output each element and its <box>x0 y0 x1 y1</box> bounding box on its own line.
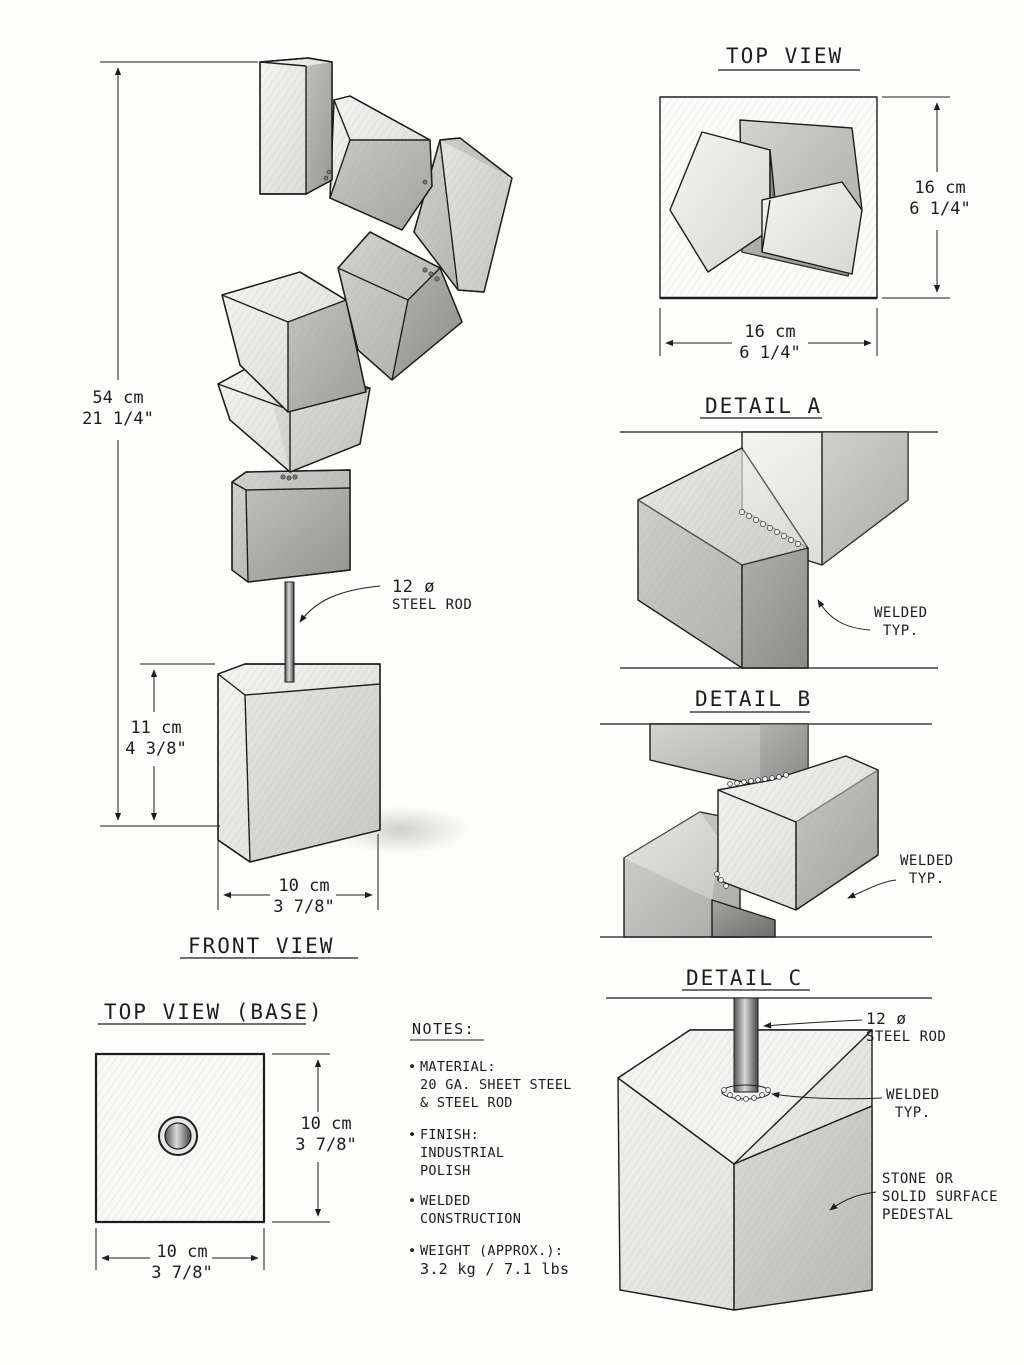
notes-item: • WEIGHT (APPROX.): 3.2 kg / 7.1 lbs <box>408 1242 570 1278</box>
bullet-icon: • <box>408 1193 417 1209</box>
rod-name: STEEL ROD <box>392 597 473 613</box>
pedestal-callout: STONE OR SOLID SURFACE PEDESTAL <box>882 1170 998 1224</box>
front-view-title: FRONT VIEW <box>188 934 335 958</box>
base-width-in: 3 7/8" <box>273 897 335 917</box>
base-top-width-cm: 10 cm <box>156 1242 208 1262</box>
detail-b-drawing <box>600 723 932 938</box>
detail-c-rod-size: 12 ø <box>866 1009 907 1028</box>
total-height-in: 21 1/4" <box>82 409 154 429</box>
detail-c-rod-name: STEEL ROD <box>866 1029 947 1045</box>
note-line: 20 GA. SHEET STEEL <box>420 1077 572 1093</box>
note-line: & STEEL ROD <box>420 1095 513 1111</box>
top-width-in: 6 1/4" <box>739 343 801 363</box>
rod-size: 12 ø <box>392 577 435 597</box>
note-line: POLISH <box>420 1163 471 1179</box>
top-height-in: 6 1/4" <box>909 199 971 219</box>
note-line: 3.2 kg / 7.1 lbs <box>420 1260 570 1278</box>
detail-b-weld-2: TYP. <box>908 871 945 887</box>
front-view-sculpture <box>217 57 513 863</box>
detail-a-title: DETAIL A <box>705 394 823 418</box>
note-line: MATERIAL: <box>420 1059 496 1075</box>
base-width-cm: 10 cm <box>278 876 330 896</box>
notes-heading: NOTES: <box>412 1020 476 1038</box>
detail-a-weld-callout: WELDED TYP. <box>874 604 928 640</box>
total-height-cm: 54 cm <box>92 388 144 408</box>
base-top-width-in: 3 7/8" <box>151 1263 213 1283</box>
top-width-label: 16 cm 6 1/4" <box>730 322 810 364</box>
top-view-frame <box>659 96 878 300</box>
pedestal-line-3: PEDESTAL <box>882 1207 954 1223</box>
notes-item: • MATERIAL: 20 GA. SHEET STEEL & STEEL R… <box>408 1058 572 1112</box>
top-view-base-dimensions <box>95 1053 330 1270</box>
front-view-dimensions <box>100 61 381 910</box>
note-line: FINISH: <box>420 1127 479 1143</box>
pedestal-line-1: STONE OR <box>882 1171 954 1187</box>
base-height-cm: 11 cm <box>130 718 182 738</box>
detail-c-rod-callout: 12 ø STEEL ROD <box>866 1010 946 1046</box>
detail-a-weld-2: TYP. <box>882 623 919 639</box>
detail-b-weld-1: WELDED <box>900 853 954 869</box>
total-height-label: 54 cm 21 1/4" <box>78 388 158 430</box>
base-height-label: 11 cm 4 3/8" <box>118 718 194 760</box>
note-line: WELDED <box>420 1193 471 1209</box>
top-view-base-title: TOP VIEW (BASE) <box>104 1000 324 1024</box>
detail-b-title: DETAIL B <box>695 687 813 711</box>
note-line: INDUSTRIAL <box>420 1145 505 1161</box>
detail-b-weld-callout: WELDED TYP. <box>900 852 954 888</box>
rod-callout: 12 ø STEEL ROD <box>392 578 472 614</box>
base-top-height-label: 10 cm 3 7/8" <box>288 1114 364 1156</box>
detail-c-drawing <box>606 997 932 1311</box>
base-top-height-in: 3 7/8" <box>295 1135 357 1155</box>
note-line: CONSTRUCTION <box>420 1211 522 1227</box>
bullet-icon: • <box>408 1127 417 1143</box>
detail-c-weld-2: TYP. <box>894 1105 931 1121</box>
detail-c-title: DETAIL C <box>686 966 804 990</box>
base-top-width-label: 10 cm 3 7/8" <box>142 1242 222 1284</box>
top-view-dimensions <box>659 96 950 356</box>
detail-a-weld-1: WELDED <box>874 605 928 621</box>
top-height-label: 16 cm 6 1/4" <box>902 178 978 220</box>
base-width-label: 10 cm 3 7/8" <box>264 876 344 918</box>
pedestal-line-2: SOLID SURFACE <box>882 1189 999 1205</box>
base-top-height-cm: 10 cm <box>300 1114 352 1134</box>
top-height-cm: 16 cm <box>914 178 966 198</box>
top-view-base-drawing <box>94 1052 266 1224</box>
top-view-title: TOP VIEW <box>726 44 844 68</box>
notes-item: • WELDED CONSTRUCTION <box>408 1192 522 1228</box>
detail-a-drawing <box>620 431 938 669</box>
bullet-icon: • <box>408 1243 417 1259</box>
detail-c-weld-1: WELDED <box>886 1087 940 1103</box>
notes-item: • FINISH: INDUSTRIAL POLISH <box>408 1126 505 1180</box>
bullet-icon: • <box>408 1059 417 1075</box>
detail-c-weld-callout: WELDED TYP. <box>886 1086 940 1122</box>
top-width-cm: 16 cm <box>744 322 796 342</box>
note-line: WEIGHT (APPROX.): <box>420 1243 564 1259</box>
base-height-in: 4 3/8" <box>125 739 187 759</box>
